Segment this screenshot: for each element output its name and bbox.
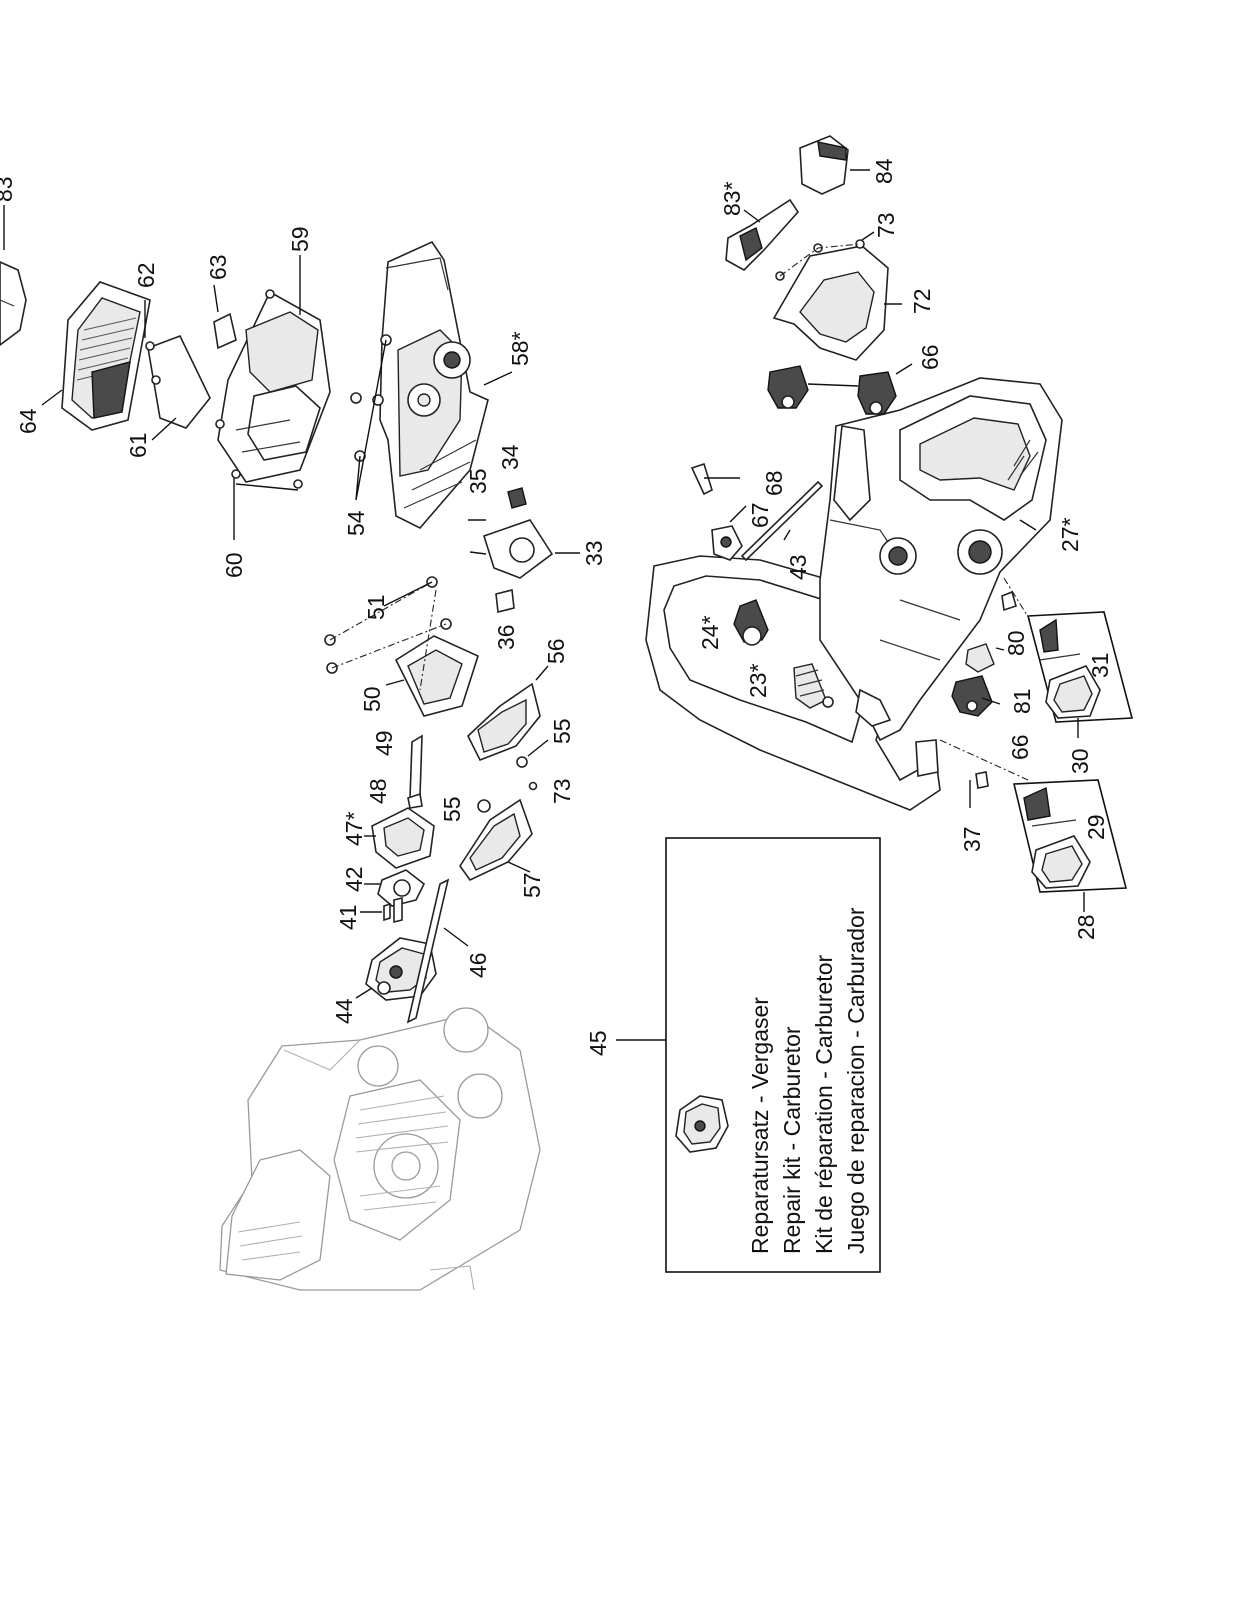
part-33-36-throttle <box>468 488 580 612</box>
callout-c45: 45 <box>585 1030 611 1056</box>
part-64-air-filter <box>42 282 150 430</box>
callout-c60: 60 <box>221 552 247 578</box>
callout-c56: 56 <box>543 638 569 664</box>
part-50-51-intake <box>325 577 478 716</box>
part-27-rear-handle <box>646 378 1062 810</box>
callout-c66a: 66 <box>917 344 943 370</box>
callout-c51: 51 <box>363 594 389 620</box>
callout-c83b: 83* <box>719 181 745 216</box>
part-83-partial <box>0 205 26 345</box>
callout-c73b: 73 <box>873 212 899 238</box>
callout-c30: 30 <box>1067 748 1093 774</box>
repair-kit-line-de: Reparatursatz - Vergaser <box>747 997 773 1254</box>
callout-c58: 58* <box>507 331 533 366</box>
callout-c42: 42 <box>341 866 367 892</box>
part-28-29-cap-group <box>1014 780 1126 912</box>
callout-c46: 46 <box>465 952 491 978</box>
callout-c24: 24* <box>697 615 723 650</box>
callout-c64: 64 <box>15 408 41 434</box>
callout-c28: 28 <box>1073 914 1099 940</box>
callout-c72: 72 <box>909 288 935 314</box>
repair-kit-carburetor-thumbnail <box>676 1096 728 1152</box>
callout-c62: 62 <box>133 262 159 288</box>
part-55-57-baffles <box>460 666 548 880</box>
callout-c83: 83 <box>0 176 17 202</box>
repair-kit-line-fr: Kit de réparation - Carburetor <box>811 955 837 1254</box>
part-59-60-airbox <box>216 255 330 540</box>
callout-c81: 81 <box>1009 688 1035 714</box>
callout-c36: 36 <box>493 624 519 650</box>
engine-block <box>220 1008 540 1290</box>
callout-c59: 59 <box>287 226 313 252</box>
callout-c54: 54 <box>343 510 369 536</box>
callout-c68: 68 <box>761 470 787 496</box>
air-filter-group <box>0 205 330 540</box>
callout-c49: 49 <box>371 730 397 756</box>
callout-c50: 50 <box>359 686 385 712</box>
callout-c84: 84 <box>871 158 897 184</box>
callout-c55a: 55 <box>549 718 575 744</box>
callout-c48: 48 <box>365 778 391 804</box>
callout-c33: 33 <box>581 540 607 566</box>
repair-kit-line-en: Repair kit - Carburetor <box>779 1026 805 1254</box>
callout-c23: 23* <box>745 663 771 698</box>
callout-c55b: 55 <box>439 796 465 822</box>
callout-c31: 31 <box>1087 652 1113 678</box>
repair-kit-text: Reparatursatz - Vergaser Repair kit - Ca… <box>747 907 869 1254</box>
callout-c44: 44 <box>331 998 357 1024</box>
callout-c73a: 73 <box>549 778 575 804</box>
part-30-31-cap-group <box>1028 612 1132 738</box>
callout-c66b: 66 <box>1007 734 1033 760</box>
callout-c63: 63 <box>205 254 231 280</box>
callout-c67: 67 <box>747 502 773 528</box>
callout-c47: 47* <box>341 811 367 846</box>
callout-c27: 27* <box>1057 517 1083 552</box>
repair-kit-line-es: Juego de reparacion - Carburador <box>843 907 869 1254</box>
callout-c34: 34 <box>497 444 523 470</box>
callout-c41: 41 <box>335 904 361 930</box>
callout-c29: 29 <box>1083 814 1109 840</box>
callout-c57: 57 <box>519 872 545 898</box>
callout-c37: 37 <box>959 826 985 852</box>
callout-c35: 35 <box>465 468 491 494</box>
callout-c80: 80 <box>1003 630 1029 656</box>
callout-c61: 61 <box>125 432 151 458</box>
callout-c43: 43 <box>785 554 811 580</box>
